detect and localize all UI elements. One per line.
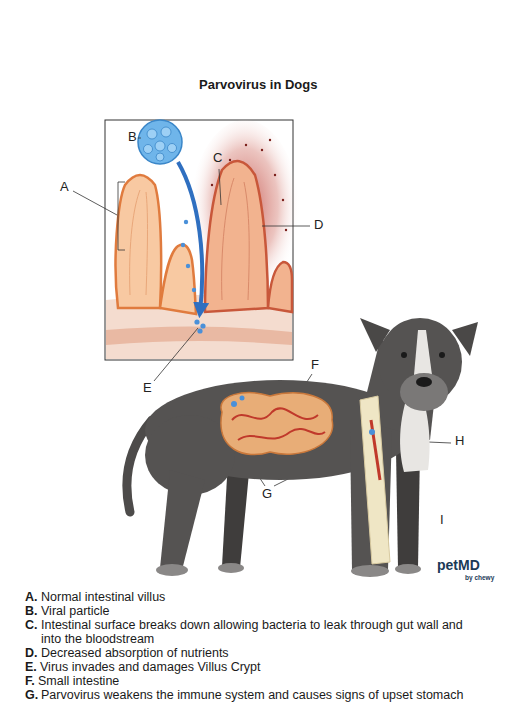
leader-line (219, 169, 221, 205)
capsomere (147, 129, 157, 139)
legend-key-letter: C. (25, 618, 38, 632)
leader-line (262, 226, 310, 227)
callout-letter: B (128, 130, 137, 145)
legend-key-text: Small intestine (38, 674, 119, 688)
legend-key-text: Normal intestinal villus (41, 590, 165, 604)
capsomere (155, 141, 165, 151)
leg-bone (360, 396, 390, 564)
legend-key-text: Parvovirus weakens the immune system and… (41, 688, 463, 702)
right-villus (268, 262, 292, 312)
bacterium (274, 174, 276, 176)
leader-lines (73, 138, 451, 486)
callout-letter: I (440, 513, 444, 528)
dog-paw (156, 564, 188, 576)
brand-byline: by chewy (465, 574, 494, 581)
leader-line (138, 138, 141, 139)
dog-paw (395, 564, 421, 574)
capsomere (156, 153, 164, 161)
dog-paw (351, 565, 389, 577)
bacterium (269, 139, 271, 141)
legend-key-text: Intestinal surface breaks down allowing … (41, 618, 481, 646)
capsid-texture (144, 127, 177, 161)
bacterium (261, 149, 263, 151)
bacterium (245, 144, 247, 146)
callout-letter: C (213, 151, 222, 166)
leader-line (154, 328, 198, 381)
virus-dot (200, 323, 205, 328)
legend-key-text: Decreased absorption of nutrients (41, 646, 229, 660)
legend-key-letter: F. (25, 674, 35, 688)
bone-marrow (371, 420, 380, 480)
diagram-title: Parvovirus in Dogs (199, 78, 317, 93)
dog-nose (416, 377, 432, 387)
villus-bracket (118, 182, 125, 250)
legend-key-letter: B. (25, 604, 38, 618)
legend-key-letter: D. (25, 646, 38, 660)
bacterium (211, 184, 213, 186)
virus-dot (194, 319, 199, 324)
dog-eye (439, 352, 445, 358)
normal-villus (116, 175, 162, 308)
dog-paw (218, 563, 244, 573)
virus-dot (186, 264, 190, 268)
dog-ear (452, 322, 478, 356)
callout-letter: D (314, 218, 323, 233)
dog-muzzle (400, 373, 448, 411)
bacterium (282, 199, 284, 201)
virus-dot (231, 401, 237, 407)
dog-ear (360, 318, 390, 352)
dog-leg-back (160, 470, 205, 570)
callout-letter: E (143, 381, 152, 396)
legend-key-text: Viral particle (41, 604, 110, 618)
legend-key-letter: A. (25, 590, 38, 604)
small-villus (160, 245, 196, 314)
legend-key-text: Virus invades and damages Villus Crypt (40, 660, 261, 674)
small-intestine (221, 393, 333, 455)
bacterium (285, 229, 287, 231)
damaged-villus (205, 161, 268, 312)
legend-key-letter: E. (25, 660, 37, 674)
leader-line (73, 191, 117, 215)
muscle-layer (106, 326, 292, 345)
virus-dots (181, 220, 206, 334)
bacteria-dots (211, 139, 287, 231)
callout-letter: G (262, 487, 272, 502)
capsomere (144, 145, 153, 154)
dog-blaze (414, 330, 432, 375)
bacterium (229, 159, 231, 161)
virus-dot (181, 243, 185, 247)
dog (127, 318, 478, 577)
villus-texture (222, 178, 250, 300)
virus-dot (240, 396, 245, 401)
virus-dot (184, 220, 188, 224)
viral-particle (138, 120, 182, 164)
virus-dot (197, 328, 202, 333)
infection-arrow (178, 162, 202, 312)
dog-eye (401, 352, 407, 358)
callout-letter: H (455, 434, 464, 449)
virus-dot (192, 288, 196, 292)
legend-key-letter: G. (25, 688, 38, 702)
capsomere (168, 144, 177, 153)
villus-texture (130, 190, 148, 295)
intestine-loops (232, 408, 325, 440)
virus-dot (369, 429, 375, 435)
capsomere (161, 127, 171, 137)
brand-logo: petMD (437, 557, 480, 573)
callout-letter: F (311, 358, 319, 373)
callout-letter: A (60, 180, 69, 195)
